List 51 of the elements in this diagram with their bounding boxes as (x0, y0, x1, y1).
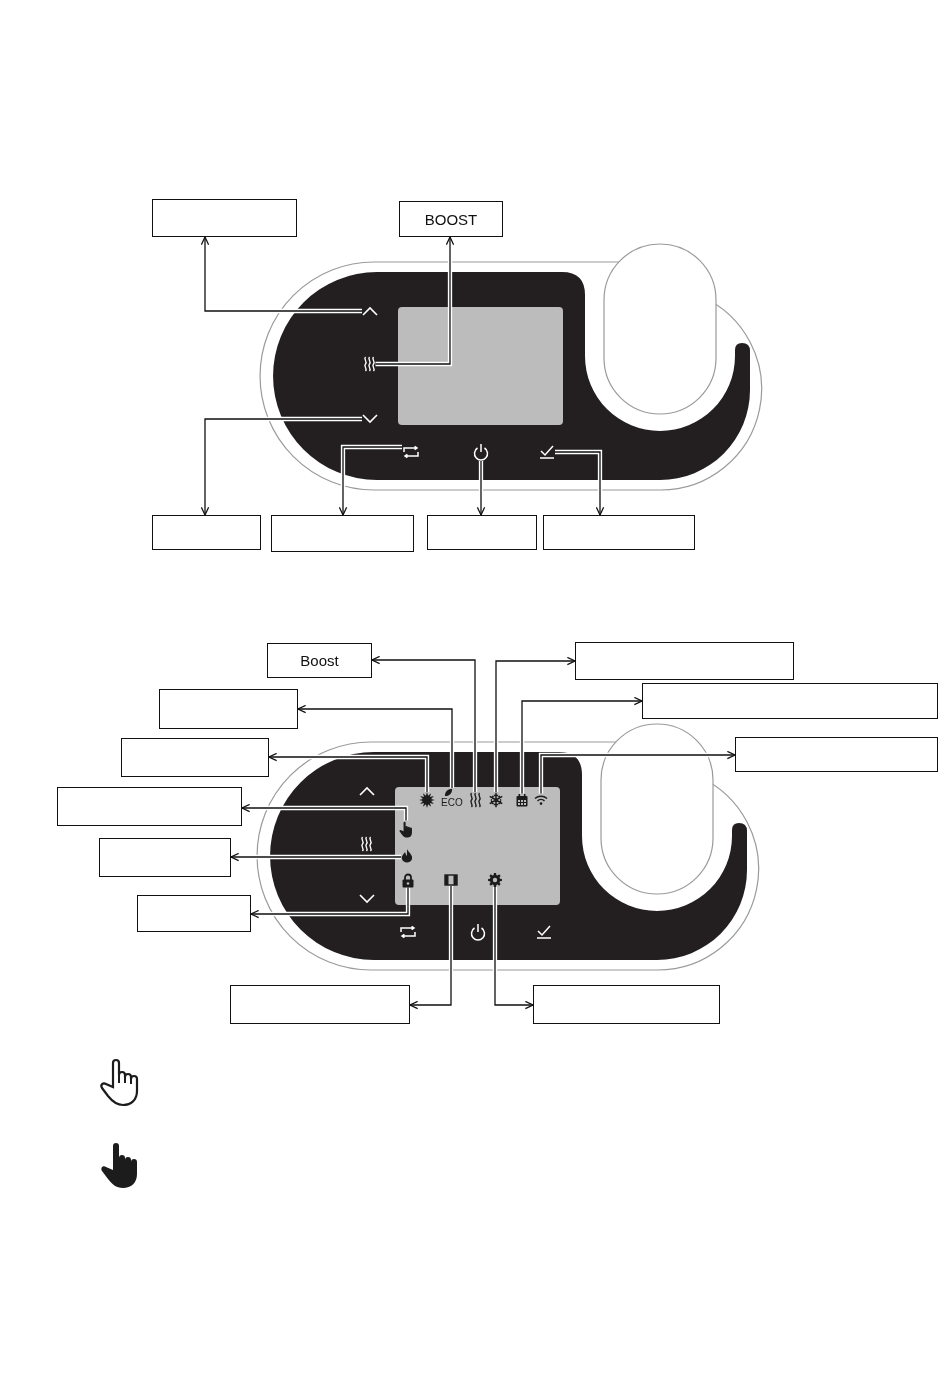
power-icon (473, 443, 489, 461)
calendar-icon (516, 793, 528, 807)
callout-box (543, 515, 695, 550)
callout-box (121, 738, 269, 777)
check-icon (539, 445, 555, 459)
callout-box (137, 895, 251, 932)
leader-line (297, 704, 455, 789)
leader-line (250, 886, 411, 919)
callout-box (575, 642, 794, 680)
leader-line (554, 449, 605, 516)
gear-icon (488, 873, 502, 887)
eco-label: ECO (441, 797, 463, 808)
leader-line (338, 444, 403, 516)
leader-line (200, 236, 363, 314)
leader-line (374, 236, 455, 367)
leader-line (241, 803, 409, 822)
callout-box (230, 985, 410, 1024)
callout-box (152, 199, 297, 237)
leader-line (230, 852, 402, 862)
callout-box (427, 515, 537, 550)
sun-icon (419, 792, 435, 808)
heat-waves-icon (362, 356, 376, 372)
flame-icon (401, 848, 413, 864)
down-chevron-icon (362, 414, 378, 424)
leader-line (519, 696, 643, 795)
leader-line (493, 656, 576, 793)
callout-box (57, 787, 242, 826)
callout-box: BOOST (399, 201, 503, 237)
repeat-icon (402, 445, 420, 459)
leader-line (200, 416, 363, 516)
leader-line (476, 460, 486, 516)
leader-line (268, 752, 430, 793)
heat-waves-icon (468, 792, 482, 808)
callout-box: Boost (267, 643, 372, 678)
leader-line (371, 655, 478, 793)
wifi-icon (534, 793, 548, 805)
hand-icon (399, 820, 413, 838)
snowflake-icon (488, 792, 504, 808)
callout-box (533, 985, 720, 1024)
lock-icon (402, 872, 414, 888)
callout-box (99, 838, 231, 877)
callout-box (735, 737, 938, 772)
window-icon (444, 874, 458, 886)
callout-box (642, 683, 938, 719)
leader-line (409, 885, 454, 1010)
callout-box (271, 515, 414, 552)
up-chevron-icon (362, 306, 378, 316)
callout-box (152, 515, 261, 550)
leader-line (538, 750, 736, 795)
callout-box (159, 689, 298, 729)
leader-line (492, 886, 534, 1010)
